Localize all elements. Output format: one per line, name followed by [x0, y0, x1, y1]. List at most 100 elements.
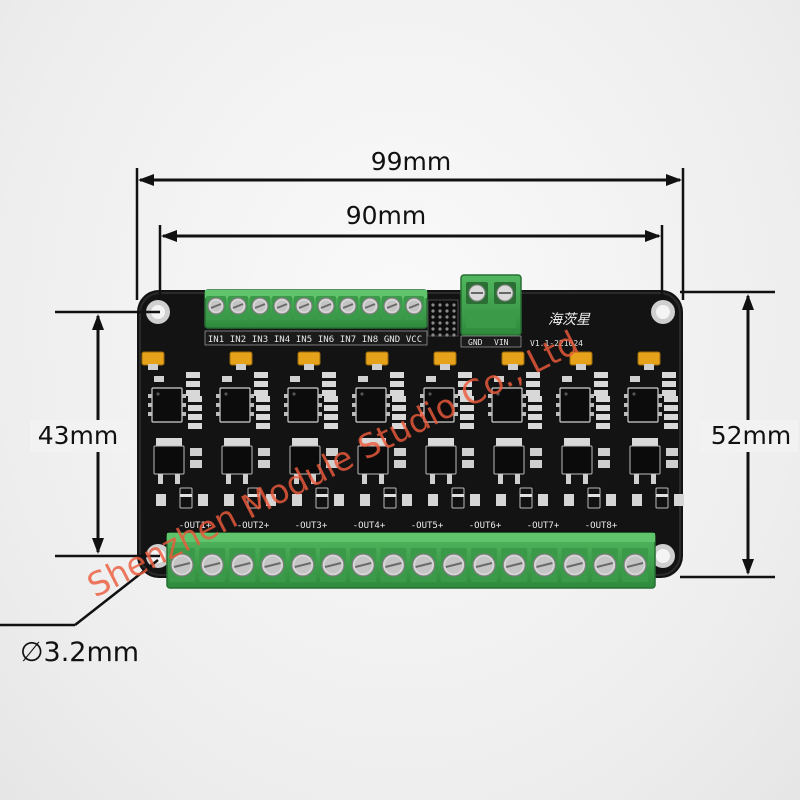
- input-label: IN8: [362, 335, 378, 345]
- channel-module: [352, 351, 412, 509]
- jumper-cap: [433, 351, 457, 366]
- output-screw: [230, 553, 254, 577]
- channel-module: [216, 351, 276, 509]
- overall-width-label: 99mm: [371, 147, 452, 176]
- optocoupler-chip: [287, 387, 319, 423]
- output-label: -OUT5+: [411, 521, 444, 531]
- output-label: -OUT3+: [295, 521, 328, 531]
- channel-module: [420, 351, 480, 509]
- input-label: IN4: [274, 335, 290, 345]
- input-label: IN5: [296, 335, 312, 345]
- output-screw: [381, 553, 405, 577]
- channel-module: [556, 351, 616, 509]
- mosfet: [629, 445, 661, 475]
- output-label: -OUT6+: [469, 521, 502, 531]
- board-part-code: V1.1-221024: [530, 339, 583, 348]
- mounting-hole-top-right: [651, 300, 675, 324]
- output-screw: [412, 553, 436, 577]
- mosfet: [221, 445, 253, 475]
- input-screw: [339, 297, 357, 315]
- output-labels: -OUT1+ -OUT2+ -OUT3+ -OUT4+ -OUT5+ -OUT6+ -OUT…: [179, 521, 618, 531]
- diode: [315, 487, 329, 509]
- mosfet: [425, 445, 457, 475]
- power-label-gnd: GND: [468, 338, 483, 347]
- overall-height-label: 52mm: [711, 421, 792, 450]
- jumper-cap: [365, 351, 389, 366]
- input-label: IN3: [252, 335, 268, 345]
- hole-height-label: 43mm: [38, 421, 119, 450]
- output-screw: [562, 553, 587, 577]
- input-label: GND: [384, 335, 400, 345]
- power-terminal-block: [460, 274, 522, 336]
- optocoupler-chip: [219, 387, 251, 423]
- output-screw: [291, 553, 315, 577]
- channel-module: [141, 351, 208, 509]
- input-screw: [317, 297, 335, 315]
- jumper-cap: [637, 351, 661, 366]
- input-screw: [383, 297, 401, 315]
- mosfet: [561, 445, 593, 475]
- mosfet: [493, 445, 525, 475]
- channel-module: [488, 351, 548, 509]
- output-screw: [442, 553, 466, 577]
- output-screw: [351, 553, 375, 577]
- diode: [179, 487, 193, 509]
- diode: [247, 487, 261, 509]
- diode: [655, 487, 669, 509]
- output-screw: [200, 553, 224, 577]
- output-label: -OUT1+: [179, 521, 212, 531]
- header-pins: [427, 299, 459, 337]
- diode: [451, 487, 465, 509]
- input-screw: [229, 297, 247, 315]
- input-screw: [295, 297, 313, 315]
- input-label: IN2: [230, 335, 246, 345]
- output-screw: [170, 553, 194, 577]
- output-screw: [472, 553, 496, 577]
- output-screw: [261, 553, 285, 577]
- brand-mark: 海茨星: [548, 312, 591, 328]
- optocoupler-chip: [627, 387, 659, 423]
- mosfet: [289, 445, 321, 475]
- input-screw: [251, 297, 269, 315]
- output-terminal-block: [166, 532, 656, 589]
- output-screw: [623, 553, 647, 577]
- input-label: IN6: [318, 335, 334, 345]
- output-label: -OUT7+: [527, 521, 560, 531]
- input-screw: [361, 297, 379, 315]
- input-label: IN7: [340, 335, 356, 345]
- output-screw: [321, 553, 345, 577]
- jumper-cap: [141, 351, 165, 366]
- output-screw: [532, 553, 557, 577]
- diode: [519, 487, 533, 509]
- channel-module: [624, 351, 684, 509]
- diode: [383, 487, 397, 509]
- input-screw: [207, 297, 225, 315]
- hole-diameter-label: ∅3.2mm: [20, 637, 139, 668]
- input-terminal-block: [204, 289, 428, 329]
- mounting-hole-bottom-right: [651, 544, 675, 568]
- diameter-leader-line: [74, 559, 159, 626]
- output-screw: [502, 553, 526, 577]
- output-channels: [141, 351, 684, 509]
- mosfet: [357, 445, 389, 475]
- power-label-vin: VIN: [494, 338, 509, 347]
- input-screw: [405, 297, 423, 315]
- input-screw: [273, 297, 291, 315]
- channel-module: [284, 351, 344, 509]
- jumper-cap: [229, 351, 253, 366]
- output-label: -OUT2+: [237, 521, 270, 531]
- output-screw: [593, 553, 617, 577]
- dimension-annotations: 99mm 90mm 43mm 52mm ∅3.2mm: [0, 147, 798, 668]
- input-label: IN1: [208, 335, 224, 345]
- optocoupler-chip: [151, 387, 183, 423]
- output-label: -OUT8+: [585, 521, 618, 531]
- jumper-cap: [297, 351, 321, 366]
- diode: [587, 487, 601, 509]
- hole-width-label: 90mm: [346, 201, 427, 230]
- power-labels: GND VIN: [460, 335, 522, 348]
- output-label: -OUT4+: [353, 521, 386, 531]
